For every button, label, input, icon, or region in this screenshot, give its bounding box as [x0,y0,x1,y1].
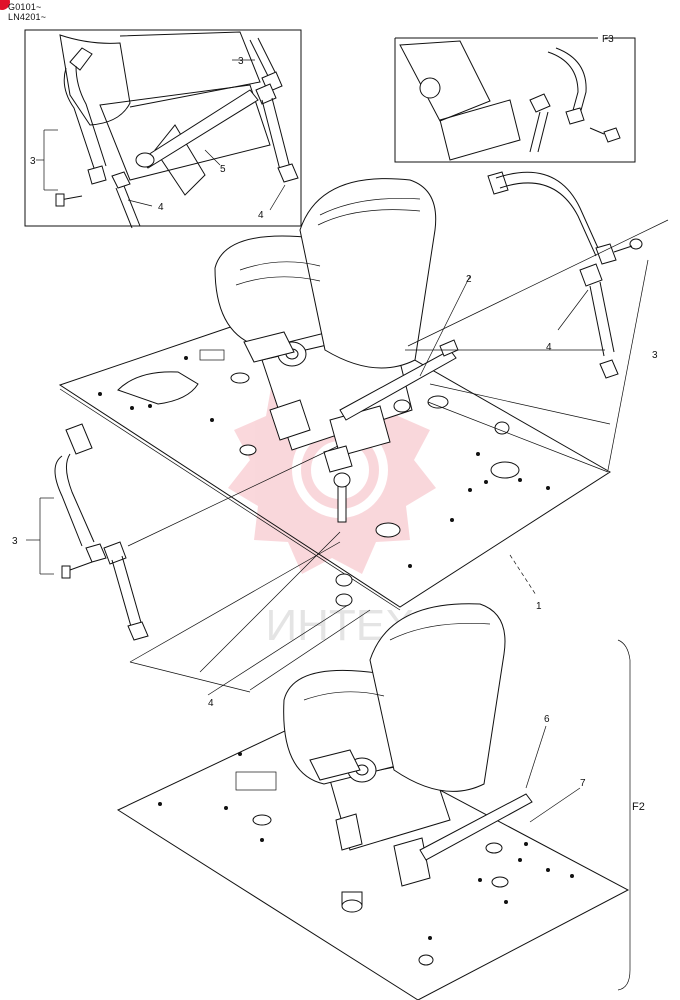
callout-3-inset: 3 [238,56,244,67]
inset-seatbelt-left: 3 3 4 5 4 [24,29,302,229]
callout-3-inset-left: 3 [30,156,36,167]
serial-range-2: LN4201~ [8,12,47,22]
inset-f3: F3 [394,34,636,163]
serial-range-1: G0101~ [8,2,42,12]
main-assembly-upper: 1 2 3 3 4 4 [12,171,669,991]
brand-dot [0,0,10,10]
callout-4-inset-a: 4 [158,202,164,213]
callout-3-right: 3 [652,350,658,361]
callout-1: 1 [536,601,542,612]
callout-5: 5 [220,164,226,175]
callout-6: 6 [544,714,550,725]
main-assembly-lower: 6 7 F2 [116,603,645,1000]
callout-4-right: 4 [546,342,552,353]
inset-label-f3: F3 [602,34,614,45]
callout-4-inset-b: 4 [258,210,264,221]
callout-3-left: 3 [12,536,18,547]
callout-4-bottom: 4 [208,698,214,709]
callout-2: 2 [466,274,472,285]
group-label-f2: F2 [632,801,645,813]
callout-7: 7 [580,778,586,789]
